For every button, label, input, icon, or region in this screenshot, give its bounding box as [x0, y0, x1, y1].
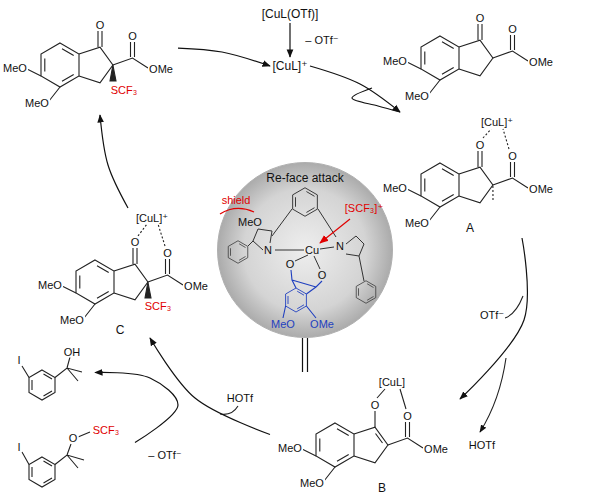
product-structure: OOOMeMeOMeOSCF₃	[0, 12, 178, 115]
structure-text: shield	[221, 195, 252, 206]
reagent-label: HOTf	[468, 440, 496, 451]
structure-text: MeO	[237, 217, 263, 228]
structure-text: [CuL]⁺	[480, 117, 514, 128]
structure-text: OMe	[423, 444, 449, 455]
structure-text: O	[95, 20, 106, 31]
structure-text: MeO	[382, 56, 408, 67]
structure-text: O	[507, 24, 518, 35]
structure-text: O	[402, 411, 413, 422]
reagent-structure: I O SCF₃	[5, 420, 135, 495]
structure-text: MeO	[404, 91, 430, 102]
cycle-arrow	[289, 23, 290, 57]
reagent-label: OTf⁻	[479, 310, 505, 321]
circle-fill	[218, 163, 393, 338]
catalyst-precursor: [CuL(OTf)]	[258, 5, 322, 23]
active-catalyst: [CuL]⁺	[270, 57, 310, 75]
model-circle: Re-face attack shieldMeO [SCF₃]⁺ N Cu N O O MeO O…	[217, 162, 393, 338]
structure-text: O	[475, 13, 486, 24]
structure-text: Re-face attack	[265, 172, 344, 184]
byproduct-structure: I OH	[5, 343, 95, 402]
cycle-arrow	[100, 115, 128, 208]
structure-text: O	[127, 31, 138, 42]
structure-text: N	[263, 245, 273, 256]
structure-text: N	[335, 241, 345, 252]
structure-text: MeO	[2, 63, 28, 74]
structure-text: [CuL]⁺	[135, 213, 169, 224]
structure-text: A	[465, 222, 475, 234]
structure-text: MeO	[404, 218, 430, 229]
structure-text: SCF₃	[92, 425, 120, 436]
intermediate-structure: [CuL]⁺OOOMeMeOMeOA	[372, 112, 560, 238]
structure-text: OH	[63, 347, 82, 358]
structure-text: O	[317, 270, 328, 281]
enolate-structure: [CuL]OOOMeMeOMeOB	[270, 372, 460, 497]
intermediate-structure: [CuL]⁺OOOMeMeOMeOSCF₃C	[30, 208, 215, 338]
structure-text: OMe	[183, 281, 209, 292]
structure-text: I	[16, 355, 21, 366]
cycle-arrow	[150, 338, 270, 435]
structure-text: O	[475, 140, 486, 151]
cycle-arrow	[352, 88, 400, 112]
structure-text: OMe	[148, 64, 174, 75]
structure-text: [CuL(OTf)]	[261, 8, 320, 20]
structure-text: B	[377, 482, 387, 494]
structure-text: [SCF₃]⁺	[344, 203, 384, 214]
structure-text: O	[130, 237, 141, 248]
structure-text: O	[68, 433, 79, 444]
structure-text: SCF₃	[110, 85, 138, 96]
structure-text: OMe	[528, 57, 554, 68]
structure-text: [CuL]	[378, 377, 406, 388]
cycle-arrow	[178, 48, 270, 66]
reagent-label: HOTf	[226, 393, 254, 404]
structure-text: Cu	[304, 245, 320, 256]
structure-text: O	[370, 400, 381, 411]
molecule-bonds	[22, 24, 528, 487]
substrate-structure: OOOMeMeOMeO	[372, 8, 560, 108]
structure-text: MeO	[37, 280, 63, 291]
structure-text: MeO	[59, 315, 85, 326]
structure-text: MeO	[277, 443, 303, 454]
structure-text: I	[16, 442, 21, 453]
equivalence-line	[303, 338, 308, 372]
structure-text: OMe	[309, 319, 335, 330]
structure-text: SCF₃	[144, 301, 172, 312]
structure-text: OMe	[528, 184, 554, 195]
edge-label: – OTf⁻	[304, 35, 339, 46]
structure-text: O	[162, 248, 173, 259]
cycle-arrow	[460, 238, 527, 399]
structure-text: MeO	[299, 478, 325, 489]
structure-text: MeO	[270, 319, 296, 330]
structure-text: [CuL]⁺	[271, 60, 308, 72]
reagent-label: – OTf⁻	[147, 450, 182, 461]
cycle-arrow	[310, 66, 400, 112]
structure-text: MeO	[382, 183, 408, 194]
structure-text: O	[507, 151, 518, 162]
structure-text: O	[285, 259, 296, 270]
structure-text: MeO	[24, 98, 50, 109]
structure-text: C	[115, 324, 126, 336]
